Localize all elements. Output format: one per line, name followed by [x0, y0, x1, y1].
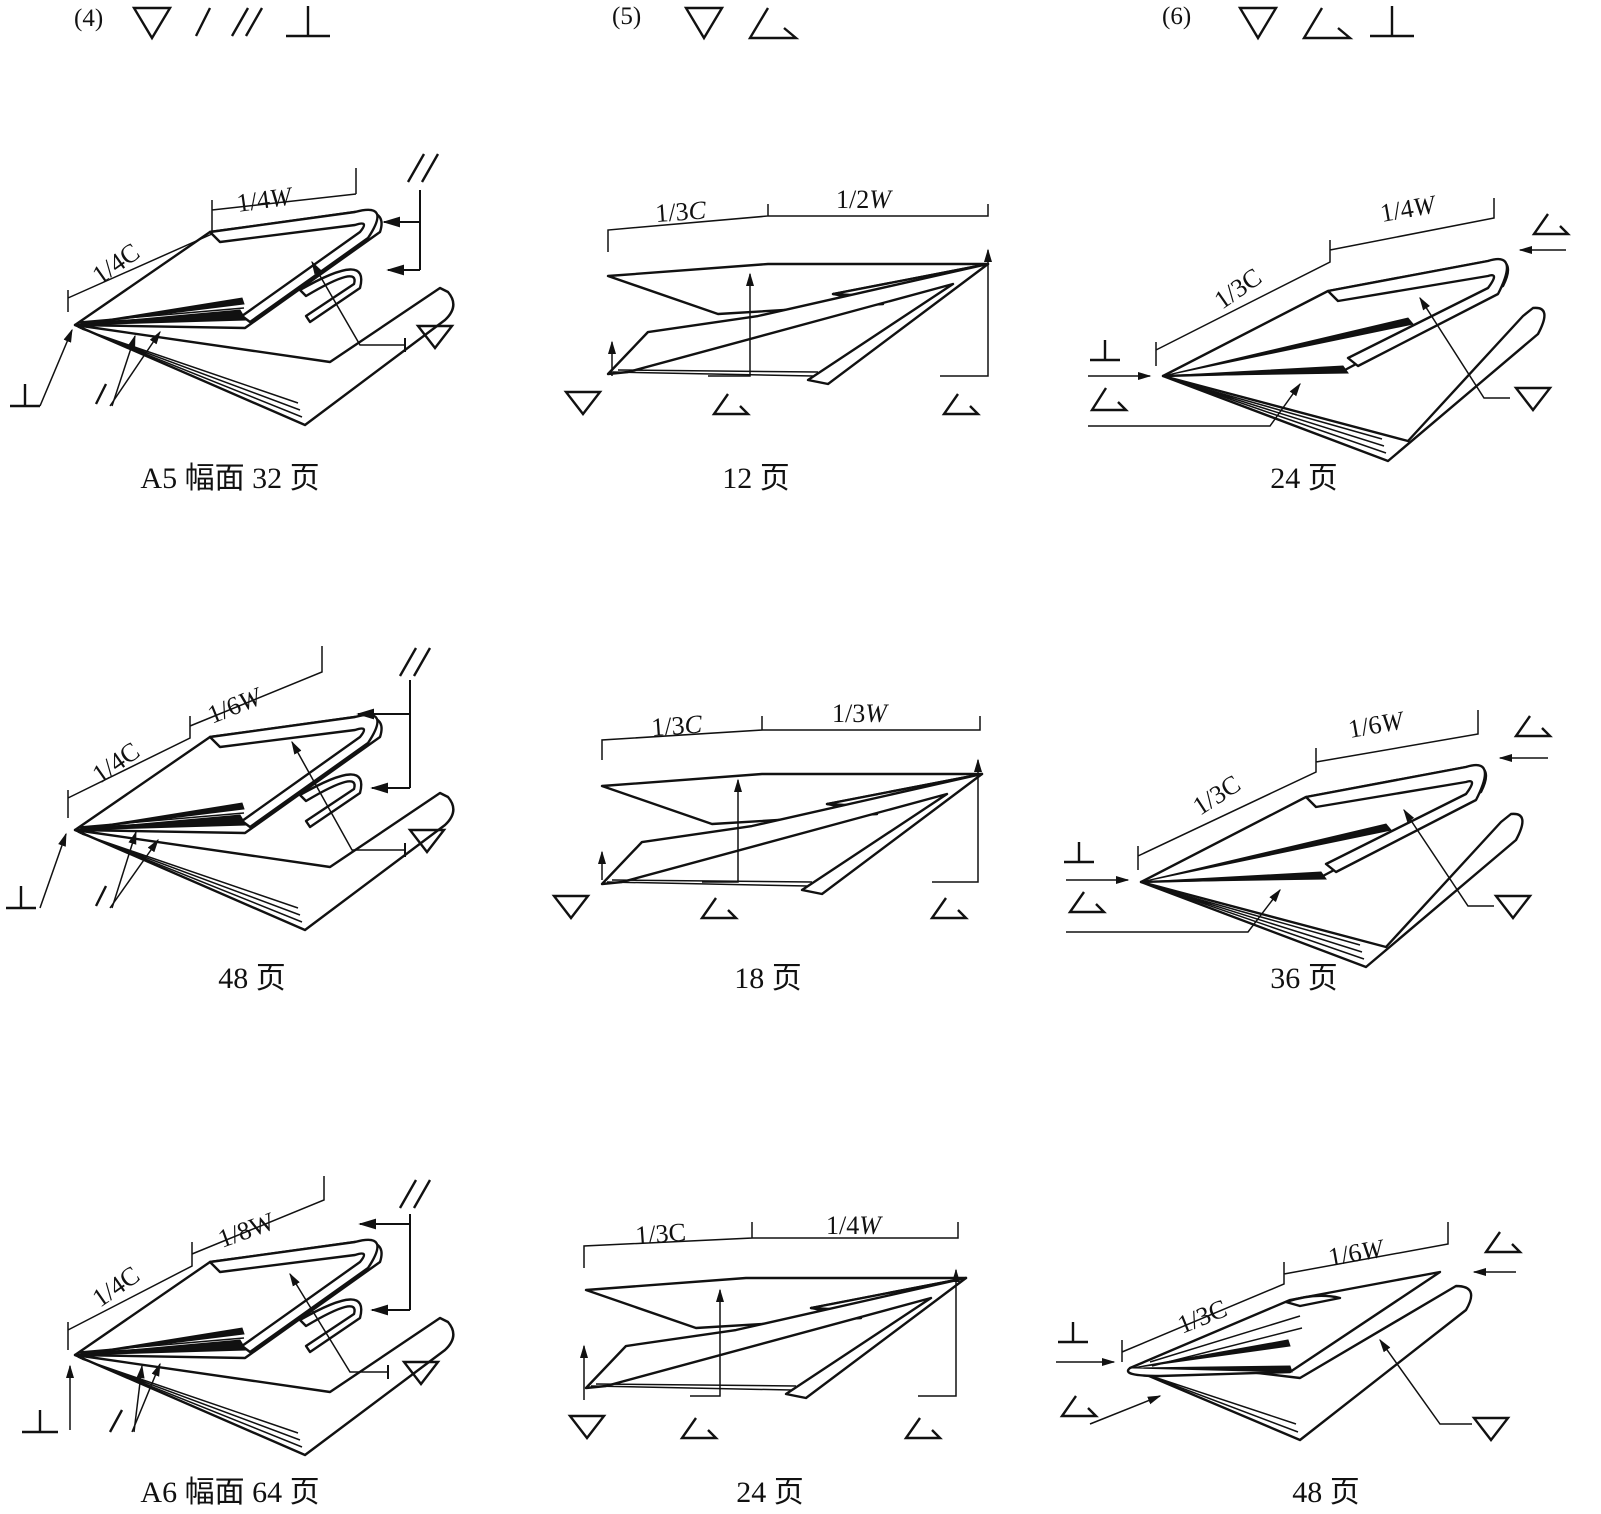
- figure-caption: 12 页: [722, 462, 790, 495]
- slash-icon: [194, 7, 212, 37]
- figure-caption: 24 页: [1270, 462, 1338, 495]
- perpendicular-icon: [1058, 1322, 1088, 1344]
- dimension-w-label: 1/4W: [235, 181, 296, 218]
- dimension-c-label: 1/3C: [1209, 262, 1267, 315]
- figure-a5-32-pages: 1/4C 1/4W A5 幅面 32 页: [10, 153, 455, 495]
- figure-48-pages-col4: 1/4C 1/6W 48 页: [6, 646, 455, 995]
- dimension-c-label: 1/3C: [1187, 769, 1245, 821]
- fold-signature-drawing: [606, 262, 990, 386]
- fold-signature-drawing: [1126, 1270, 1473, 1442]
- dimension-w-label: 1/6W: [203, 681, 267, 729]
- header-column-5: (5): [612, 3, 800, 41]
- angle-icon: [1513, 715, 1553, 738]
- perpendicular-icon: [1090, 340, 1120, 362]
- triangle-down-icon: [567, 1414, 607, 1440]
- triangle-down-icon: [1513, 386, 1553, 412]
- column-label: (5): [612, 3, 641, 30]
- slash-icon: [94, 383, 108, 405]
- angle-icon: [1059, 1395, 1099, 1418]
- triangle-down-icon: [407, 828, 447, 854]
- double-slash-icon: [398, 1179, 432, 1209]
- triangle-down-icon: [551, 894, 591, 920]
- slash-icon: [94, 885, 108, 907]
- triangle-down-icon: [131, 6, 173, 41]
- dimension-w-label: 1/4W: [826, 1211, 883, 1240]
- dimension-w-label: 1/2W: [836, 185, 893, 214]
- perpendicular-icon: [22, 1410, 58, 1434]
- double-slash-icon: [406, 153, 440, 183]
- angle-icon: [679, 1417, 719, 1440]
- angle-icon: [711, 393, 751, 416]
- dimension-c-label: 1/3C: [634, 1218, 686, 1250]
- angle-icon: [1531, 213, 1571, 236]
- figure-caption: A6 幅面 64 页: [140, 1476, 319, 1509]
- dimension-w-label: 1/6W: [1326, 1233, 1387, 1271]
- angle-icon: [929, 897, 969, 920]
- figure-36-pages: 1/3C 1/6W 36 页: [1064, 705, 1553, 995]
- slash-icon: [108, 1409, 124, 1433]
- header-column-4: (4): [74, 5, 330, 41]
- figure-caption: 48 页: [218, 962, 286, 995]
- double-slash-icon: [398, 647, 432, 677]
- figure-48-pages-col6: 1/3C 1/6W 48 页: [1056, 1222, 1523, 1509]
- perpendicular-icon: [286, 6, 330, 38]
- dimension-w-label: 1/3W: [832, 699, 889, 728]
- dimension-w-label: 1/6W: [1346, 705, 1407, 743]
- figure-24-pages-col6-row1: 1/3C 1/4W 24 页: [1088, 189, 1571, 495]
- figure-caption: 48 页: [1292, 1476, 1360, 1509]
- triangle-down-icon: [683, 6, 725, 41]
- triangle-down-icon: [563, 390, 603, 416]
- figure-18-pages: 1/3C 1/3W 18 页: [551, 699, 984, 995]
- perpendicular-icon: [1370, 6, 1414, 38]
- fold-signature-drawing: [73, 208, 455, 427]
- figure-caption: 24 页: [736, 1476, 804, 1509]
- angle-icon: [1483, 1231, 1523, 1254]
- triangle-down-icon: [415, 324, 455, 350]
- figure-caption: A5 幅面 32 页: [140, 462, 319, 495]
- figure-caption: 36 页: [1270, 962, 1338, 995]
- figure-24-pages-col5-row3: 1/3C 1/4W 24 页: [567, 1211, 968, 1509]
- fold-signature-drawing: [584, 1276, 968, 1400]
- double-slash-icon: [230, 7, 264, 37]
- dimension-c-label: 1/3C: [650, 709, 703, 742]
- triangle-down-icon: [1493, 894, 1533, 920]
- angle-icon: [699, 897, 739, 920]
- angle-icon: [1301, 7, 1354, 40]
- triangle-down-icon: [401, 1360, 441, 1386]
- column-label: (6): [1162, 3, 1191, 30]
- angle-icon: [1067, 891, 1107, 914]
- figure-12-pages: 1/3C 1/2W 12 页: [563, 185, 993, 495]
- perpendicular-icon: [6, 886, 36, 910]
- dimension-w-label: 1/4W: [1378, 189, 1439, 227]
- figure-a6-64-pages: 1/4C 1/8W A6 幅面 64 页: [22, 1176, 455, 1509]
- triangle-down-icon: [1471, 1416, 1511, 1442]
- header-column-6: (6): [1162, 3, 1414, 41]
- figure-caption: 18 页: [734, 962, 802, 995]
- angle-icon: [903, 1417, 943, 1440]
- perpendicular-icon: [1064, 842, 1094, 864]
- angle-icon: [1089, 387, 1129, 412]
- angle-icon: [747, 7, 800, 40]
- column-label: (4): [74, 5, 103, 32]
- fold-signature-drawing: [600, 772, 984, 896]
- dimension-c-label: 1/4C: [87, 736, 145, 789]
- angle-icon: [941, 393, 981, 416]
- dimension-c-label: 1/3C: [654, 195, 707, 228]
- dimension-w-label: 1/8W: [214, 1206, 279, 1253]
- perpendicular-icon: [10, 384, 40, 408]
- triangle-down-icon: [1237, 6, 1279, 41]
